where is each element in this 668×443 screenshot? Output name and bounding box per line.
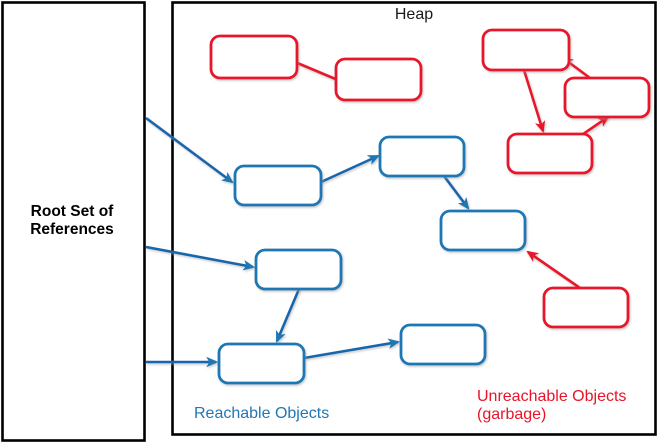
object-node-blue-3[interactable] (439, 209, 527, 252)
object-node-red-3[interactable] (481, 28, 571, 72)
heap-title: Heap (394, 6, 434, 23)
object-node-red-6[interactable] (542, 286, 630, 329)
edge-root-to-blue-4 (145, 245, 256, 271)
root-set-frame (1, 1, 146, 442)
object-node-red-4[interactable] (563, 76, 651, 119)
edge-blue-5-to-blue-6 (303, 338, 401, 360)
object-node-blue-2[interactable] (378, 135, 466, 178)
object-node-red-2[interactable] (334, 57, 423, 102)
reachable-edges (145, 116, 470, 368)
reachable-objects-legend: Reachable Objects (194, 405, 330, 422)
unreachable-nodes (209, 28, 651, 329)
edge-blue-1-to-blue-2 (320, 154, 380, 184)
object-node-blue-6[interactable] (399, 323, 487, 366)
object-node-blue-4[interactable] (254, 248, 343, 291)
object-node-blue-1[interactable] (233, 164, 323, 207)
edge-blue-2-to-blue-3 (442, 175, 470, 210)
edge-red-3-to-red-5 (522, 69, 546, 134)
root-set-label: Root Set of References (30, 203, 114, 238)
edge-red-6-to-blue-3 (526, 250, 581, 290)
unreachable-objects-legend: Unreachable Objects (garbage) (477, 388, 627, 424)
reachable-nodes (217, 135, 527, 385)
object-node-blue-5[interactable] (217, 342, 306, 385)
edge-root-to-blue-1 (145, 116, 234, 184)
edge-blue-4-to-blue-5 (275, 288, 301, 343)
object-node-red-1[interactable] (209, 34, 299, 80)
object-node-red-5[interactable] (506, 132, 594, 175)
